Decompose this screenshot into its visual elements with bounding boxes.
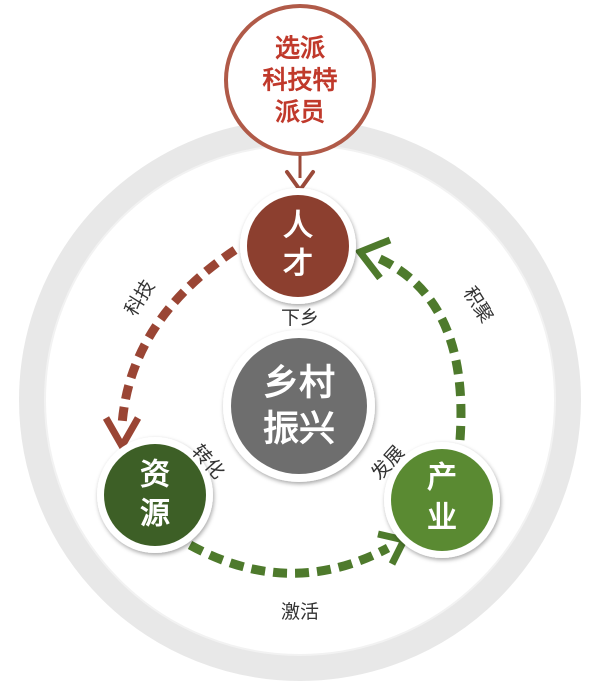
resources-node: 资 源 bbox=[97, 437, 213, 553]
activate-arrow-path bbox=[187, 541, 391, 578]
center-node-line-1: 乡村 bbox=[263, 363, 335, 404]
industry-node-line-1: 产 bbox=[427, 461, 457, 496]
tech-arrow-path bbox=[117, 246, 238, 426]
center-node-line-2: 振兴 bbox=[263, 409, 335, 450]
top-bubble-line-2: 科技特 bbox=[262, 66, 337, 95]
label-tech: 科技 bbox=[121, 276, 160, 320]
label-talent-down: 下乡 bbox=[281, 307, 319, 329]
industry-node: 产 业 bbox=[384, 442, 500, 558]
resources-node-line-1: 资 bbox=[140, 458, 170, 493]
tech-arrowhead bbox=[102, 416, 142, 454]
talent-node: 人 才 bbox=[240, 188, 356, 304]
talent-node-line-2: 才 bbox=[283, 247, 313, 282]
center-node: 乡村 振兴 bbox=[223, 330, 375, 482]
gather-arrow-path bbox=[376, 253, 466, 441]
top-bubble: 选派 科技特 派员 bbox=[224, 4, 376, 156]
label-activate: 激活 bbox=[281, 601, 319, 623]
top-bubble-line-3: 派员 bbox=[275, 98, 325, 127]
gather-arrowhead bbox=[354, 236, 392, 281]
talent-node-line-1: 人 bbox=[283, 209, 313, 244]
industry-node-line-2: 业 bbox=[427, 501, 457, 536]
label-gather: 积聚 bbox=[459, 283, 498, 327]
top-bubble-line-1: 选派 bbox=[275, 34, 325, 63]
resources-node-line-2: 源 bbox=[140, 497, 170, 532]
